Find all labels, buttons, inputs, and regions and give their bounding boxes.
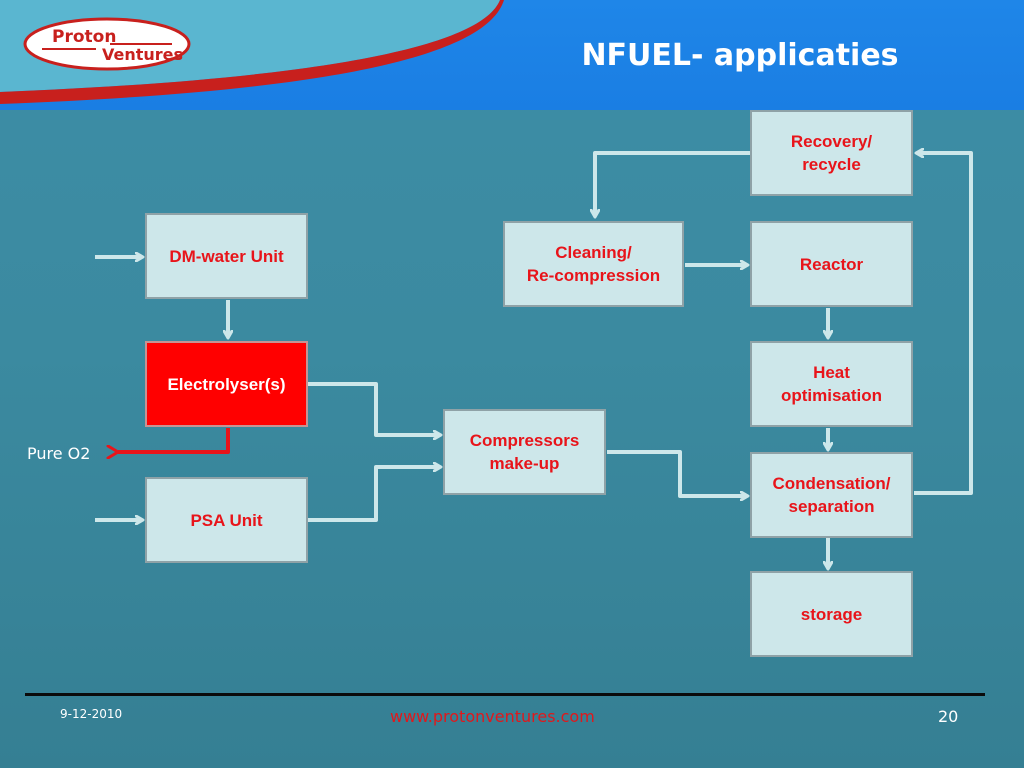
box-compressors: Compressors make-up bbox=[443, 409, 606, 495]
box-psa-unit-label: PSA Unit bbox=[190, 510, 263, 530]
box-cleaning-label: Cleaning/ Re-compression bbox=[526, 243, 661, 285]
box-condensation-label: Condensation/ separation bbox=[772, 474, 891, 516]
box-compressors-label: Compressors make-up bbox=[469, 431, 580, 473]
box-heat-optimisation-label: Heat optimisation bbox=[780, 363, 883, 405]
box-electrolyser: Electrolyser(s) bbox=[145, 341, 308, 427]
arrow-pure-o2 bbox=[118, 428, 230, 452]
box-reactor-label: Reactor bbox=[799, 254, 864, 274]
slide-title: NFUEL- applicaties bbox=[581, 38, 899, 73]
arrow-psa-compressors bbox=[308, 467, 440, 522]
box-heat-optimisation: Heat optimisation bbox=[750, 341, 913, 427]
pure-o2-label: Pure O2 bbox=[27, 444, 91, 463]
box-reactor: Reactor bbox=[750, 221, 913, 307]
box-recovery-label: Recovery/ recycle bbox=[790, 132, 873, 174]
proton-ventures-logo: Proton Ventures bbox=[22, 16, 192, 72]
box-electrolyser-label: Electrolyser(s) bbox=[167, 374, 286, 394]
footer-page-number: 20 bbox=[938, 707, 959, 726]
arrow-electrolyser-compressors bbox=[308, 382, 440, 435]
logo-text-proton: Proton bbox=[52, 27, 117, 47]
arrow-condensation-recovery bbox=[914, 153, 973, 495]
box-storage: storage bbox=[750, 571, 913, 657]
box-recovery: Recovery/ recycle bbox=[750, 110, 913, 196]
header-band: Proton Ventures NFUEL- applicaties bbox=[0, 0, 1024, 110]
box-dm-water-unit-label: DM-water Unit bbox=[169, 246, 284, 266]
logo-text-ventures: Ventures bbox=[102, 45, 184, 64]
arrow-compressors-condensation bbox=[607, 450, 747, 496]
box-cleaning: Cleaning/ Re-compression bbox=[503, 221, 684, 307]
box-storage-label: storage bbox=[800, 604, 863, 624]
arrow-recovery-cleaning bbox=[595, 151, 750, 216]
footer-divider bbox=[25, 693, 985, 696]
footer-url[interactable]: www.protonventures.com bbox=[390, 707, 595, 726]
box-dm-water-unit: DM-water Unit bbox=[145, 213, 308, 299]
box-condensation: Condensation/ separation bbox=[750, 452, 913, 538]
box-psa-unit: PSA Unit bbox=[145, 477, 308, 563]
footer-date: 9-12-2010 bbox=[60, 707, 123, 721]
